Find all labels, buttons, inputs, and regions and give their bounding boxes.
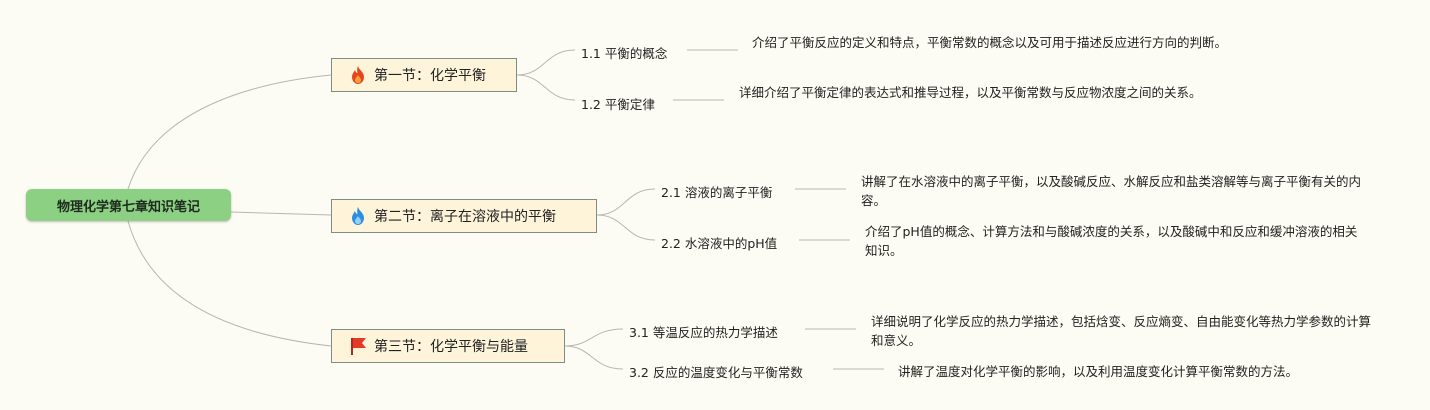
connector-section-3-topic-2 (564, 345, 624, 370)
section-title: 第二节：离子在溶液中的平衡 (374, 209, 556, 225)
topic-3-2[interactable]: 3.2 反应的温度变化与平衡常数 (629, 365, 803, 380)
section-title: 第三节：化学平衡与能量 (374, 339, 528, 355)
connector-root-section-3 (127, 220, 332, 347)
topic-3-2-description: 讲解了温度对化学平衡的影响，以及利用温度变化计算平衡常数的方法。 (898, 364, 1299, 379)
connector-root-section-2 (230, 211, 332, 216)
topic-3-1-description: 详细说明了化学反应的热力学描述，包括焓变、反应熵变、自由能变化等热力学参数的计算… (871, 314, 1372, 348)
connector-section-1-topic-1 (516, 49, 576, 76)
connector-section-1-topic-2 (516, 74, 576, 101)
connector-section-3-topic-1 (564, 328, 624, 347)
topic-1-2-description: 详细介绍了平衡定律的表达式和推导过程，以及平衡常数与反应物浓度之间的关系。 (739, 85, 1202, 100)
topic-2-2[interactable]: 2.2 水溶液中的pH值 (661, 236, 778, 251)
topic-3-1[interactable]: 3.1 等温反应的热力学描述 (629, 325, 778, 340)
section-node-2[interactable]: 第二节：离子在溶液中的平衡 (331, 199, 597, 233)
root-node[interactable]: 物理化学第七章知识笔记 (26, 189, 231, 221)
topic-1-2[interactable]: 1.2 平衡定律 (581, 97, 655, 112)
fire-red-icon (348, 65, 368, 85)
topic-2-2-description: 介绍了pH值的概念、计算方法和与酸碱浓度的关系，以及酸碱中和反应和缓冲溶液的相关… (865, 224, 1358, 258)
topic-2-1[interactable]: 2.1 溶液的离子平衡 (661, 185, 773, 200)
section-title: 第一节：化学平衡 (374, 68, 486, 84)
root-title: 物理化学第七章知识笔记 (56, 199, 200, 215)
topic-1-1[interactable]: 1.1 平衡的概念 (581, 46, 668, 61)
connector-section-2-topic-1 (596, 188, 656, 216)
topic-2-1-description: 讲解了在水溶液中的离子平衡，以及酸碱反应、水解反应和盐类溶解等与离子平衡有关的内… (861, 174, 1362, 208)
section-node-3[interactable]: 第三节：化学平衡与能量 (331, 329, 565, 363)
topic-1-1-description: 介绍了平衡反应的定义和特点，平衡常数的概念以及可用于描述反应进行方向的判断。 (752, 35, 1228, 50)
connector-root-section-1 (127, 74, 332, 190)
fire-blue-icon (348, 206, 368, 226)
connector-section-2-topic-2 (596, 214, 656, 241)
section-node-1[interactable]: 第一节：化学平衡 (331, 58, 517, 92)
red-flag-icon (348, 336, 368, 356)
